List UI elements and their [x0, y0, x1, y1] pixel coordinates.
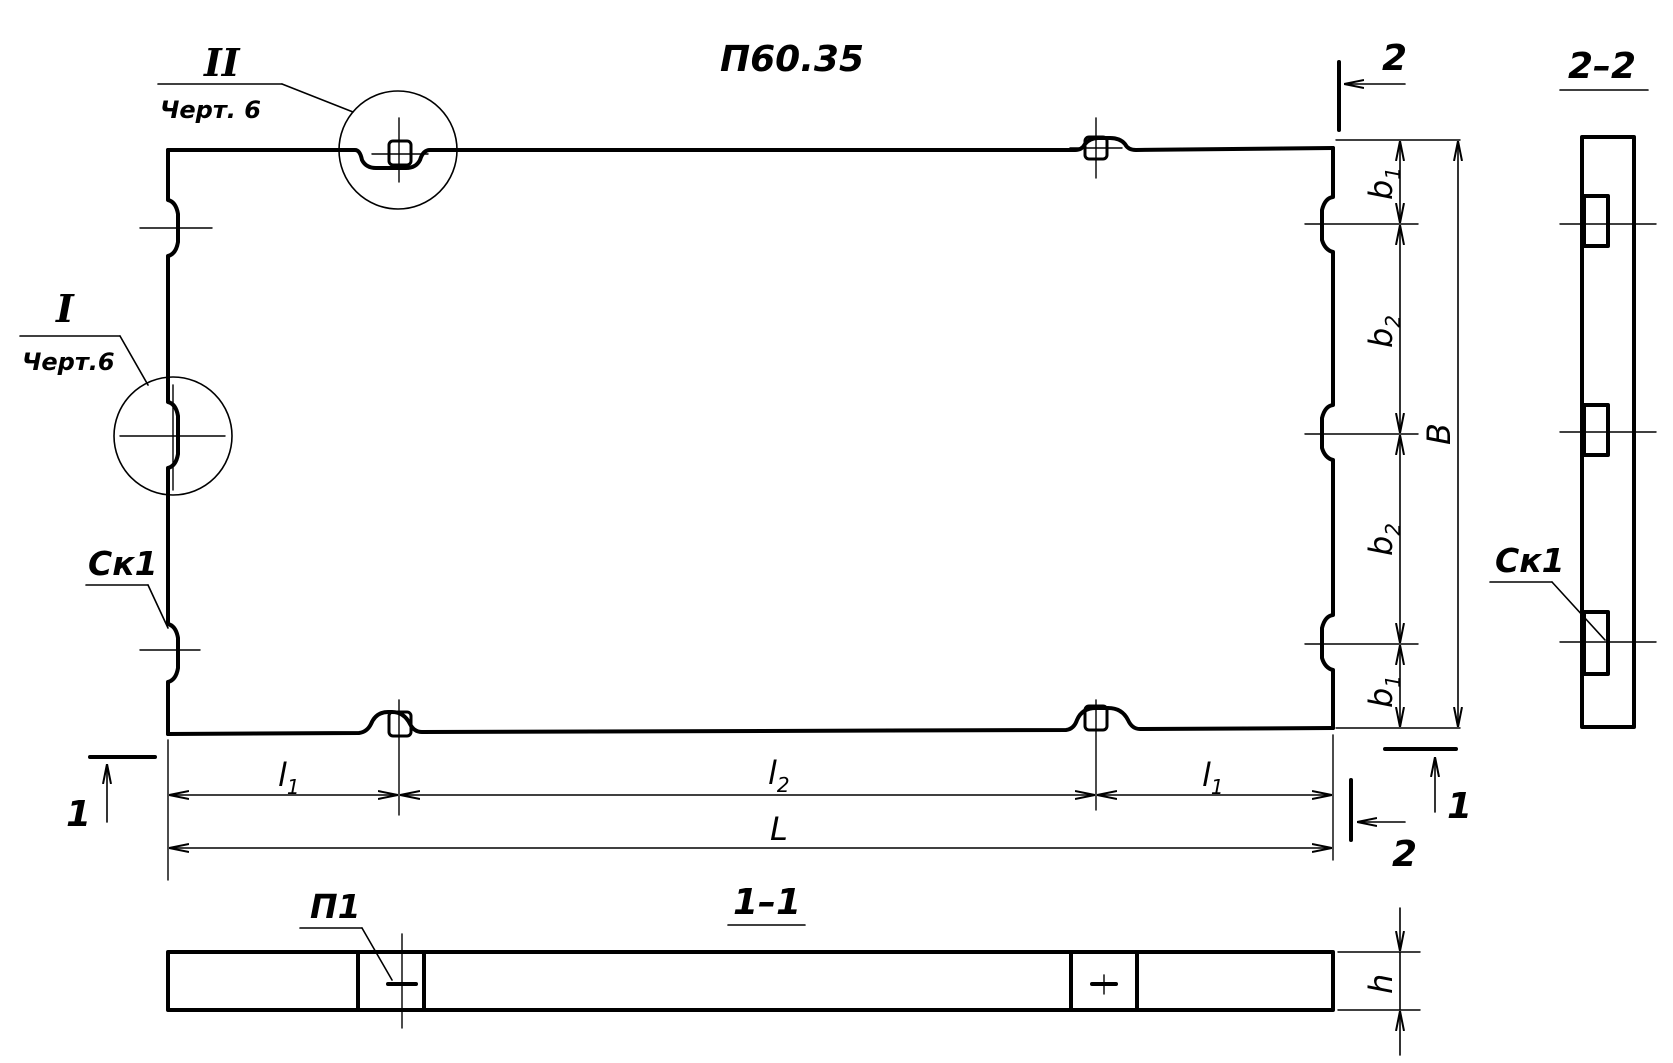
- section-1-1-body: [166, 950, 1335, 1012]
- section-1-1-title: 1–1: [733, 882, 801, 923]
- dim-L-label: L: [770, 810, 788, 848]
- plan-top-edge: [166, 136, 1335, 170]
- section-2-2-recess-2: [1582, 403, 1610, 457]
- recess-bottom-left: [387, 710, 413, 738]
- loop-left-label: Ск1: [88, 544, 158, 583]
- loop-left-leader: [147, 584, 169, 629]
- dim-l1-left-label: l1: [278, 756, 300, 799]
- callout-detail-II: II Черт. 6: [157, 40, 354, 124]
- plan-right-edge: [1320, 146, 1335, 730]
- callout-detail-I: I Черт.6: [19, 286, 149, 386]
- dim-l2-label: l2: [768, 754, 790, 797]
- section-mark-2-top: 2: [1337, 38, 1407, 132]
- loop-section-label: Ск1: [1495, 541, 1565, 580]
- section-2-2-title: 2–2: [1568, 46, 1636, 87]
- drawing-title: П60.35: [720, 39, 864, 80]
- plan-left-edge: [166, 148, 180, 736]
- section-mark-2-bottom: 2: [1349, 778, 1417, 875]
- dim-l1-right-label: l1: [1202, 756, 1224, 799]
- detail-I-leader: [119, 335, 149, 386]
- plate-P1-label: П1: [310, 887, 361, 926]
- dim-b1-top-label: b1: [1362, 167, 1405, 200]
- section-mark-1-left: 1: [66, 755, 157, 835]
- section-2-2-view: 2–2 Ск1: [1489, 46, 1657, 729]
- plan-view: [113, 90, 1419, 816]
- section-2-2-recess-1: [1582, 194, 1610, 248]
- detail-II-leader: [281, 83, 354, 113]
- dim-B-label: B: [1420, 423, 1458, 445]
- detail-I-reference: Черт.6: [22, 348, 115, 376]
- detail-I-numeral: I: [55, 286, 75, 331]
- dimensions-horizontal: l1 l2 l1 L: [167, 734, 1334, 881]
- section-2-bottom-label: 2: [1392, 834, 1417, 875]
- plate-P1-leader: [361, 927, 393, 981]
- plan-bottom-edge: [166, 706, 1335, 736]
- section-1-1-recess-left: [356, 950, 426, 1012]
- detail-circle-I: [113, 376, 233, 496]
- section-mark-1-right: 1: [1383, 747, 1472, 827]
- detail-circle-II: [338, 90, 458, 210]
- section-2-top-label: 2: [1382, 38, 1407, 79]
- recess-top-left: [387, 139, 413, 167]
- dim-b2-top-label: b2: [1362, 315, 1405, 348]
- dim-h-label: h: [1362, 974, 1400, 994]
- loop-section-leader: [1551, 581, 1606, 641]
- section-1-left-label: 1: [66, 794, 91, 835]
- dim-b1-bottom-label: b1: [1362, 675, 1405, 708]
- detail-II-reference: Черт. 6: [160, 96, 261, 124]
- section-1-right-label: 1: [1447, 786, 1472, 827]
- section-1-1-recess-right: [1069, 950, 1139, 1012]
- dim-b2-bottom-label: b2: [1362, 523, 1405, 556]
- detail-II-numeral: II: [203, 40, 241, 85]
- callout-loop-left: Ск1: [85, 544, 169, 629]
- section-2-2-recess-3: [1582, 610, 1610, 676]
- section-1-1-view: 1–1 П1 h: [166, 882, 1421, 1056]
- dimensions-vertical: b1 b2 b2 b1 B: [1335, 139, 1460, 729]
